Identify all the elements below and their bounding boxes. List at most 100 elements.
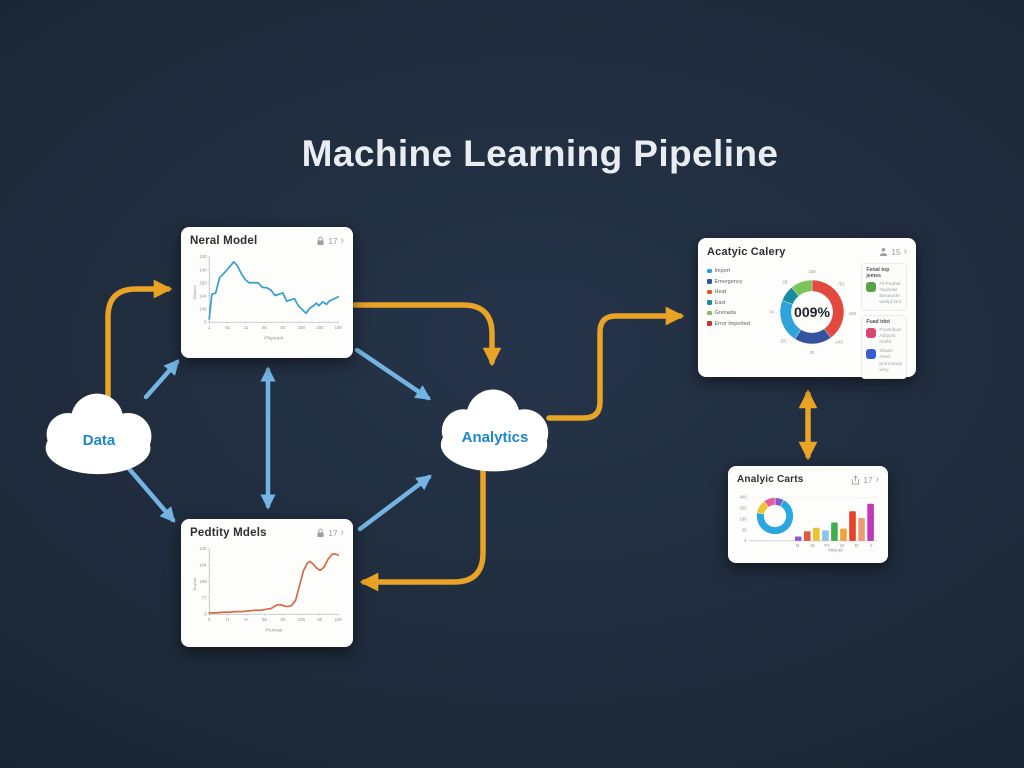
legend-dot [707,310,712,316]
arrow-data-to-predictive-blue [122,461,176,523]
svg-text:16: 16 [810,543,815,548]
arrow-analytics-to-gallery [546,306,685,421]
svg-text:150: 150 [199,280,207,285]
svg-text:0: 0 [204,612,207,617]
svg-text:009%: 009% [794,304,831,320]
top-items-panel: Fenal top jemes Af-Puahal Yauhdat Besaur… [861,263,907,312]
plant-icon [866,281,877,292]
svg-text:125: 125 [199,546,207,551]
svg-text:M: M [796,543,800,548]
gallery-card-title: Acatyic Calery [707,246,786,258]
legend-dot [707,279,712,284]
svg-text:11: 11 [244,325,249,330]
svg-text:50: 50 [262,617,267,622]
svg-text:04: 04 [770,310,775,315]
app-icon [866,349,877,360]
panel-item: Puastibud Adqunti mofre [866,327,902,347]
svg-text:0: 0 [208,617,211,622]
svg-text:50: 50 [281,325,286,330]
svg-text:751: 751 [838,281,846,286]
data-cloud-label: Data [82,432,116,450]
svg-text:150: 150 [316,325,324,330]
legend-dot [707,300,712,305]
svg-text:1: 1 [208,325,211,330]
predictive-card-title: Pedtity Mdels [190,527,267,539]
charts-card-title: Analyic Carts [737,474,804,485]
svg-text:100: 100 [199,579,207,584]
person-icon [880,247,888,257]
svg-text:144: 144 [199,294,207,299]
arrow-neural-to-analytics-blue [354,347,431,401]
data-cloud-node: Data [33,383,165,478]
svg-text:145: 145 [199,307,207,312]
svg-text:130: 130 [199,254,207,259]
svg-text:150: 150 [809,269,817,274]
svg-text:77: 77 [202,595,207,600]
svg-text:100: 100 [335,325,343,330]
mini-donut-chart [752,493,798,539]
analytic-gallery-card[interactable]: Acatyic Calery 15 › Import Emergency Hea… [698,238,916,380]
svg-text:105: 105 [298,617,306,622]
svg-text:Mdyaca: Mdyaca [192,285,197,300]
donut-legend: Import Emergency Heat East Grenada Error… [707,260,763,364]
svg-text:01: 01 [225,325,230,330]
svg-text:Phyurani: Phyurani [264,335,283,341]
chevron-right-icon[interactable]: › [340,527,344,538]
found-items-panel: Fuad tdot Puastibud Adqunti mofre Shash … [861,315,907,380]
svg-text:150: 150 [298,325,306,330]
svg-text:100: 100 [335,617,343,622]
page-title: Machine Learning Pipeline [301,133,779,174]
legend-dot [707,321,712,326]
lock-icon [317,528,324,538]
legend-dot [707,268,712,274]
svg-text:Mnyurd: Mnyurd [828,548,843,553]
svg-text:100: 100 [740,516,748,521]
legend-item: Emergency [707,279,763,285]
legend-item: Import [707,268,763,274]
svg-text:50: 50 [262,325,267,330]
lock-icon [317,236,324,246]
panel-item: Shash Areel promotady wicy [866,349,902,374]
svg-text:BC: BC [781,339,787,344]
legend-item: Error Imported [707,321,763,327]
arrow-data-to-neural [105,279,173,401]
svg-text:A40: A40 [836,340,844,345]
cloud-icon [45,393,152,475]
svg-text:Prunoat: Prunoat [265,627,282,633]
svg-text:5: 5 [204,320,207,325]
svg-text:140: 140 [199,267,207,272]
legend-item: Grenada [707,310,763,316]
charts-card-badge: 17 [863,474,873,485]
chevron-right-icon[interactable]: › [875,473,879,485]
analytics-cloud-node: Analytics [428,374,562,480]
chevron-right-icon[interactable]: › [340,235,344,246]
svg-text:Er: Er [855,543,860,548]
neural-card-badge: 17 [328,236,338,246]
svg-text:Enyust: Enyust [192,577,197,590]
svg-text:30: 30 [810,350,815,355]
palette-icon [866,327,877,338]
chevron-right-icon[interactable]: › [903,246,907,257]
legend-dot [707,289,712,295]
svg-text:50: 50 [317,617,322,622]
svg-text:104: 104 [199,563,207,568]
svg-text:H: H [226,617,229,622]
predictive-card-badge: 17 [328,528,338,538]
legend-item: Heat [707,289,763,295]
svg-text:2: 2 [870,543,873,548]
panel-item: Af-Puahal Yauhdat Besaurde wrelpt lont [866,281,902,307]
cloud-icon [440,389,549,472]
gallery-card-badge: 15 [891,247,901,257]
svg-text:50: 50 [281,617,286,622]
svg-text:2B: 2B [783,279,788,284]
svg-text:H: H [245,617,248,622]
svg-text:400: 400 [740,495,748,500]
